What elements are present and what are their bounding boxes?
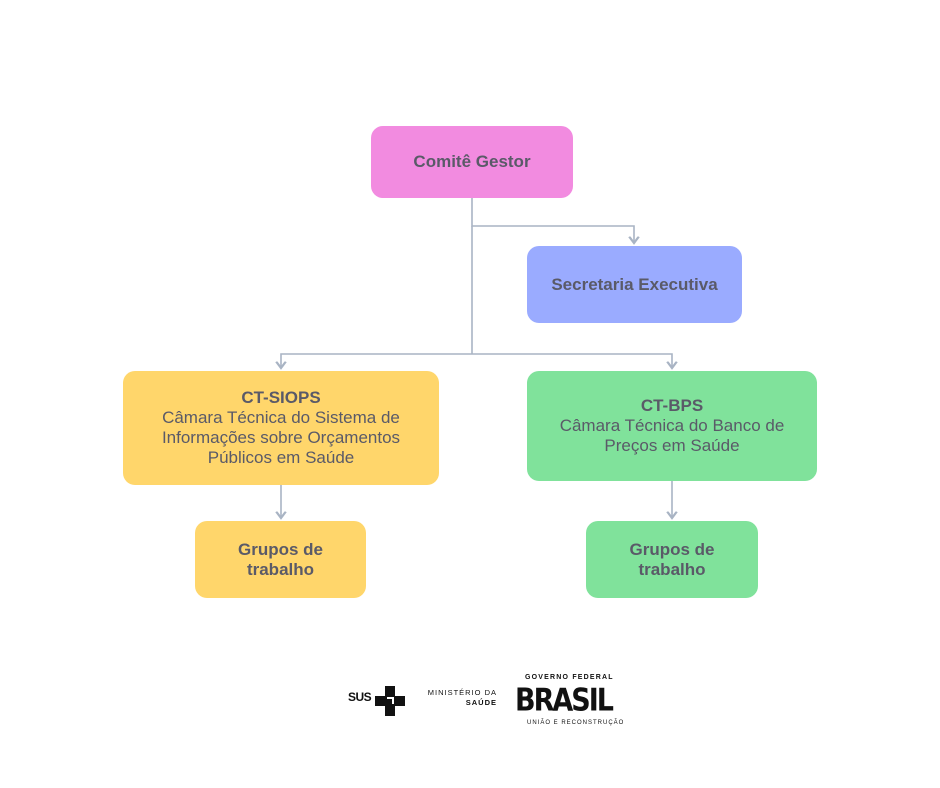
node-comite-gestor: Comitê Gestor [371, 126, 573, 198]
brasil-wordmark: BRASIL [515, 683, 614, 719]
edge-comite-ct-siops [281, 353, 472, 368]
ministerio-line1: MINISTÉRIO DA [427, 688, 497, 697]
governo-federal-text: GOVERNO FEDERAL [525, 674, 614, 681]
node-secretaria-executiva-title: Secretaria Executiva [551, 274, 718, 294]
edge-comite-secretaria [471, 198, 634, 243]
node-grupos-siops-title: Grupos de trabalho [237, 539, 323, 579]
node-comite-gestor-title: Comitê Gestor [413, 152, 531, 171]
node-grupos-bps-title: Grupos de trabalho [629, 539, 715, 579]
node-ct-bps-subtitle: Câmara Técnica do Banco de Preços em Saú… [559, 416, 785, 455]
sus-logo-text: SUS [348, 690, 372, 704]
node-ct-siops-subtitle: Câmara Técnica do Sistema de Informações… [161, 408, 401, 467]
sus-cross-icon [375, 686, 405, 716]
uniao-reconstrucao-text: UNIÃO E RECONSTRUÇÃO [527, 720, 625, 726]
edge-comite-ct-bps [472, 353, 672, 368]
governo-brasil-logo: GOVERNO FEDERAL BRASIL UNIÃO E RECONSTRU… [515, 674, 631, 730]
node-grupos-siops: Grupos de trabalho [195, 521, 366, 598]
node-grupos-bps: Grupos de trabalho [586, 521, 758, 598]
node-ct-siops-title: CT-SIOPS [241, 388, 321, 407]
footer-logos: SUS MINISTÉRIO DA SAÚDE GOVERNO FEDERAL … [345, 672, 635, 732]
ministerio-saude-logo: MINISTÉRIO DA SAÚDE [423, 688, 497, 708]
node-ct-siops: CT-SIOPS Câmara Técnica do Sistema de In… [123, 371, 439, 485]
node-ct-bps-title: CT-BPS [640, 396, 704, 415]
node-ct-bps: CT-BPS Câmara Técnica do Banco de Preços… [527, 371, 817, 481]
node-secretaria-executiva: Secretaria Executiva [527, 246, 742, 323]
ministerio-line2: SAÚDE [465, 698, 497, 707]
